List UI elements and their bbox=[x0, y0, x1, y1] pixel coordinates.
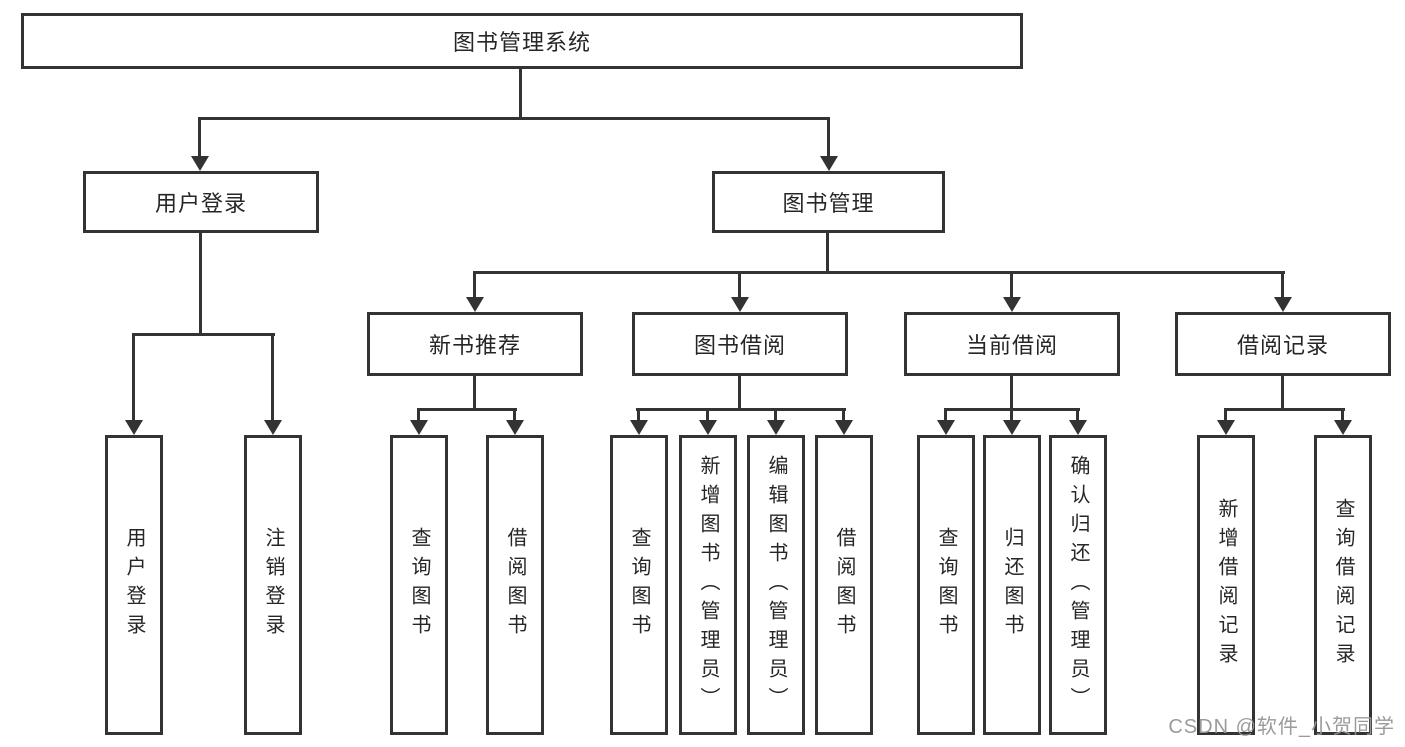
connector-line bbox=[636, 408, 846, 411]
connector-line bbox=[1010, 376, 1013, 411]
connector-line bbox=[473, 271, 1285, 274]
leaf-borrow-books-2: 借阅图书 bbox=[815, 435, 873, 735]
leaf-add-book-admin-label: 新增图书（管理员） bbox=[697, 454, 719, 716]
leaf-edit-book-admin: 编辑图书（管理员） bbox=[747, 435, 805, 735]
connector-line bbox=[1224, 408, 1345, 411]
leaf-borrow-books-1: 借阅图书 bbox=[486, 435, 544, 735]
connector-arrow-down bbox=[1341, 408, 1344, 420]
leaf-logout: 注销登录 bbox=[244, 435, 302, 735]
leaf-borrow-books-2-label: 借阅图书 bbox=[833, 527, 855, 643]
leaf-add-borrow-record: 新增借阅记录 bbox=[1197, 435, 1255, 735]
leaf-query-books-3-label: 查询图书 bbox=[935, 527, 957, 643]
leaf-query-borrow-record-label: 查询借阅记录 bbox=[1332, 498, 1354, 672]
connector-arrow-down bbox=[271, 333, 274, 420]
leaf-logout-label: 注销登录 bbox=[262, 527, 284, 643]
leaf-query-books-3: 查询图书 bbox=[917, 435, 975, 735]
leaf-return-book: 归还图书 bbox=[983, 435, 1041, 735]
connector-line bbox=[132, 333, 275, 336]
connector-arrow-down bbox=[513, 408, 516, 420]
connector-arrow-down bbox=[1010, 271, 1013, 297]
node-user-login: 用户登录 bbox=[83, 171, 319, 233]
connector-arrow-down bbox=[1281, 271, 1284, 297]
connector-line bbox=[826, 233, 829, 274]
connector-arrow-down bbox=[774, 408, 777, 420]
connector-arrow-down bbox=[944, 408, 947, 420]
node-book-borrowing: 图书借阅 bbox=[632, 312, 848, 376]
leaf-query-books-1-label: 查询图书 bbox=[408, 527, 430, 643]
node-user-login-label: 用户登录 bbox=[154, 191, 247, 216]
leaf-query-books-2: 查询图书 bbox=[610, 435, 668, 735]
leaf-query-books-1: 查询图书 bbox=[390, 435, 448, 735]
connector-arrow-down bbox=[827, 117, 830, 156]
node-book-management: 图书管理 bbox=[712, 171, 945, 233]
connector-arrow-down bbox=[637, 408, 640, 420]
connector-arrow-down bbox=[842, 408, 845, 420]
node-current-borrowing: 当前借阅 bbox=[904, 312, 1120, 376]
node-book-management-label: 图书管理 bbox=[782, 191, 875, 216]
node-borrowing-records: 借阅记录 bbox=[1175, 312, 1391, 376]
connector-line bbox=[473, 376, 476, 411]
leaf-confirm-return-admin-label: 确认归还（管理员） bbox=[1067, 454, 1089, 716]
connector-arrow-down bbox=[1076, 408, 1079, 420]
node-book-borrowing-label: 图书借阅 bbox=[693, 333, 786, 358]
leaf-borrow-books-1-label: 借阅图书 bbox=[504, 527, 526, 643]
connector-arrow-down bbox=[132, 333, 135, 420]
connector-arrow-down bbox=[1010, 408, 1013, 420]
connector-line bbox=[1281, 376, 1284, 411]
connector-arrow-down bbox=[1224, 408, 1227, 420]
leaf-add-borrow-record-label: 新增借阅记录 bbox=[1215, 498, 1237, 672]
node-root: 图书管理系统 bbox=[21, 13, 1023, 69]
node-new-book-recommend: 新书推荐 bbox=[367, 312, 583, 376]
leaf-user-login-label: 用户登录 bbox=[123, 527, 145, 643]
leaf-add-book-admin: 新增图书（管理员） bbox=[679, 435, 737, 735]
leaf-confirm-return-admin: 确认归还（管理员） bbox=[1049, 435, 1107, 735]
csdn-watermark: CSDN @软件_小贺同学 bbox=[1168, 716, 1395, 738]
connector-line bbox=[738, 376, 741, 411]
leaf-edit-book-admin-label: 编辑图书（管理员） bbox=[765, 454, 787, 716]
leaf-query-books-2-label: 查询图书 bbox=[628, 527, 650, 643]
connector-arrow-down bbox=[198, 117, 201, 156]
connector-arrow-down bbox=[473, 271, 476, 297]
connector-line bbox=[519, 69, 522, 117]
connector-arrow-down bbox=[417, 408, 420, 420]
connector-line bbox=[199, 117, 830, 120]
connector-arrow-down bbox=[706, 408, 709, 420]
node-current-borrowing-label: 当前借阅 bbox=[965, 333, 1058, 358]
node-new-book-recommend-label: 新书推荐 bbox=[428, 333, 521, 358]
node-borrowing-records-label: 借阅记录 bbox=[1236, 333, 1329, 358]
leaf-query-borrow-record: 查询借阅记录 bbox=[1314, 435, 1372, 735]
connector-line bbox=[199, 233, 202, 336]
connector-line bbox=[417, 408, 517, 411]
leaf-return-book-label: 归还图书 bbox=[1001, 527, 1023, 643]
node-root-label: 图书管理系统 bbox=[452, 30, 591, 55]
leaf-user-login: 用户登录 bbox=[105, 435, 163, 735]
connector-arrow-down bbox=[738, 271, 741, 297]
